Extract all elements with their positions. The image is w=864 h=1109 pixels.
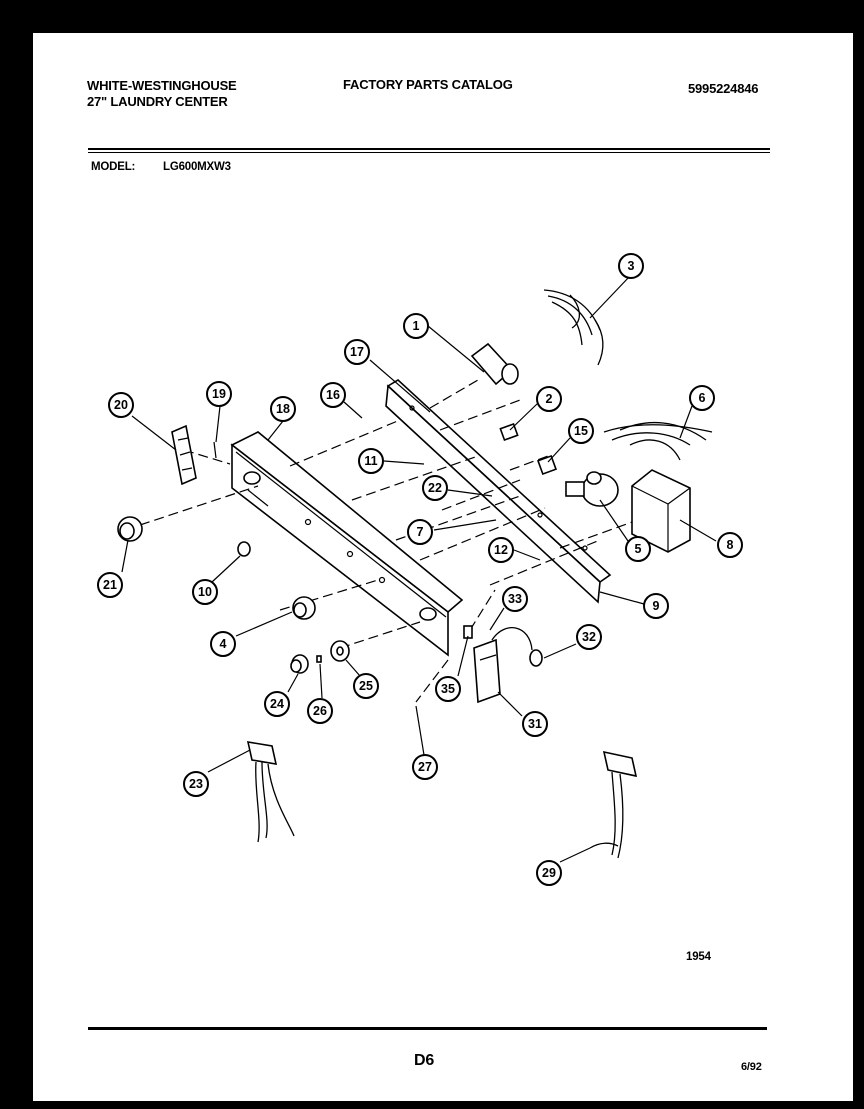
callout-2: 2 xyxy=(536,386,562,412)
callout-21-label: 21 xyxy=(103,578,117,592)
callout-6-label: 6 xyxy=(699,391,706,405)
callout-18-label: 18 xyxy=(276,402,290,416)
callout-9-label: 9 xyxy=(653,599,660,613)
callout-25: 25 xyxy=(353,673,379,699)
callout-5: 5 xyxy=(625,536,651,562)
bracket-20 xyxy=(171,424,197,486)
date-code: 6/92 xyxy=(741,1061,762,1073)
harness-3 xyxy=(543,289,604,366)
callout-7-label: 7 xyxy=(417,525,424,539)
washer-25 xyxy=(330,640,350,662)
harness-6 xyxy=(603,421,713,461)
callout-9: 9 xyxy=(643,593,669,619)
callout-26: 26 xyxy=(307,698,333,724)
callout-12-label: 12 xyxy=(494,543,508,557)
callout-25-label: 25 xyxy=(359,679,373,693)
switch-15 xyxy=(537,455,557,475)
page-code: D6 xyxy=(414,1052,435,1069)
callout-11: 11 xyxy=(358,448,384,474)
bushing-10 xyxy=(237,541,251,557)
callout-10-label: 10 xyxy=(198,585,212,599)
screw-19 xyxy=(213,441,217,459)
callout-21: 21 xyxy=(97,572,123,598)
callout-11-label: 11 xyxy=(364,454,377,468)
figure-number: 1954 xyxy=(686,951,711,963)
callout-32-label: 32 xyxy=(582,630,596,644)
callout-20-label: 20 xyxy=(114,398,128,412)
callout-20: 20 xyxy=(108,392,134,418)
callout-3-label: 3 xyxy=(628,259,635,273)
callout-17-label: 17 xyxy=(350,345,364,359)
callout-8-label: 8 xyxy=(727,538,734,552)
brand-line-1: WHITE-WESTINGHOUSE xyxy=(87,78,237,93)
callout-22-label: 22 xyxy=(428,481,442,495)
callout-26-label: 26 xyxy=(313,704,327,718)
callout-10: 10 xyxy=(192,579,218,605)
callout-5-label: 5 xyxy=(635,542,642,556)
callout-1-label: 1 xyxy=(413,319,420,333)
callout-19-label: 19 xyxy=(212,387,226,401)
callout-3: 3 xyxy=(618,253,644,279)
knob-24 xyxy=(290,654,309,674)
harness-29 xyxy=(589,750,638,859)
callout-33: 33 xyxy=(502,586,528,612)
control-panel xyxy=(230,431,464,657)
callout-31: 31 xyxy=(522,711,548,737)
callout-4: 4 xyxy=(210,631,236,657)
callout-16: 16 xyxy=(320,382,346,408)
footer-rule xyxy=(88,1027,767,1030)
catalog-number: 5995224846 xyxy=(688,81,759,96)
model-label: MODEL: xyxy=(91,161,136,173)
callout-35-label: 35 xyxy=(441,682,455,696)
callout-8: 8 xyxy=(717,532,743,558)
callout-31-label: 31 xyxy=(528,717,542,731)
part-32 xyxy=(529,649,543,667)
callout-16-label: 16 xyxy=(326,388,340,402)
header-rule-top xyxy=(88,148,770,150)
callout-15-label: 15 xyxy=(574,424,588,438)
header-rule-bottom xyxy=(88,152,770,153)
callout-33-label: 33 xyxy=(508,592,522,606)
callout-23: 23 xyxy=(183,771,209,797)
callout-6: 6 xyxy=(689,385,715,411)
catalog-sheet xyxy=(33,33,853,1101)
box-8 xyxy=(631,469,691,553)
timer-1 xyxy=(470,342,519,386)
callout-24: 24 xyxy=(264,691,290,717)
brand-line-2: 27" LAUNDRY CENTER xyxy=(87,94,228,109)
callout-35: 35 xyxy=(435,676,461,702)
callout-23-label: 23 xyxy=(189,777,203,791)
callout-27: 27 xyxy=(412,754,438,780)
callout-27-label: 27 xyxy=(418,760,432,774)
wire-33 xyxy=(491,627,533,651)
callout-19: 19 xyxy=(206,381,232,407)
callout-17: 17 xyxy=(344,339,370,365)
model-value: LG600MXW3 xyxy=(163,161,231,173)
leader-lines xyxy=(121,275,717,863)
motor-5 xyxy=(565,471,619,507)
clip-26 xyxy=(316,655,322,663)
callout-32: 32 xyxy=(576,624,602,650)
callout-24-label: 24 xyxy=(270,697,284,711)
callout-22: 22 xyxy=(422,475,448,501)
callout-29: 29 xyxy=(536,860,562,886)
knob-4 xyxy=(292,596,316,620)
callout-15: 15 xyxy=(568,418,594,444)
callout-1: 1 xyxy=(403,313,429,339)
callout-7: 7 xyxy=(407,519,433,545)
callout-12: 12 xyxy=(488,537,514,563)
callout-2-label: 2 xyxy=(546,392,553,406)
callout-29-label: 29 xyxy=(542,866,556,880)
part-31 xyxy=(473,638,501,704)
switch-2 xyxy=(499,422,519,442)
harness-23 xyxy=(246,741,295,843)
knob-21 xyxy=(117,516,143,542)
catalog-title: FACTORY PARTS CATALOG xyxy=(343,77,513,92)
callout-18: 18 xyxy=(270,396,296,422)
callout-4-label: 4 xyxy=(220,637,227,651)
